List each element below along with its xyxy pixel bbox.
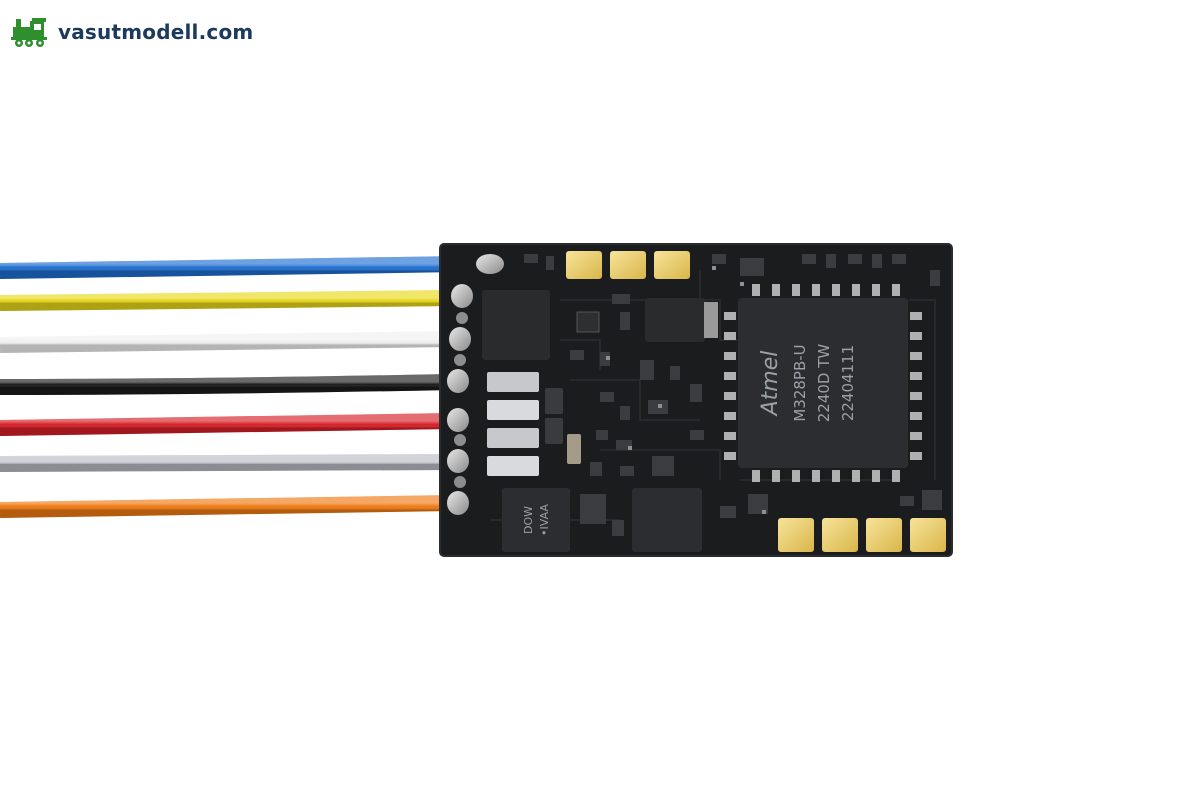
chip-marking-brand: Atmel	[758, 351, 783, 418]
brand-logo[interactable]: vasutmodell.com	[10, 12, 253, 52]
driver-chip-right	[632, 488, 702, 552]
package-marking-line2: •IVAA	[538, 504, 551, 536]
mosfet-chip	[482, 290, 550, 360]
locomotive-icon	[11, 18, 47, 47]
brand-name: vasutmodell.com	[58, 20, 254, 44]
smd-components	[524, 254, 942, 536]
wire-red	[0, 413, 460, 436]
shunt-resistors	[487, 372, 581, 476]
package-marking-line1: DOW	[522, 506, 535, 534]
gold-contact-pads-bottom	[778, 518, 946, 552]
chip-marking-date: 2240D TW	[815, 344, 833, 423]
gold-contact-pads-top	[566, 251, 690, 279]
wire-grey	[0, 454, 460, 472]
wire-orange	[0, 495, 460, 518]
wire-harness	[0, 256, 468, 518]
wire-yellow	[0, 290, 463, 311]
wire-blue	[0, 256, 468, 279]
wire-white	[0, 331, 463, 353]
driver-chip-left: DOW •IVAA	[502, 488, 570, 552]
microcontroller-chip: Atmel M328PB-U 2240D TW 22404111	[724, 284, 922, 482]
wire-solder-joints	[447, 254, 504, 515]
chip-marking-lot: 22404111	[839, 345, 857, 421]
wire-black	[0, 374, 460, 395]
transistor-chip	[645, 298, 705, 342]
decoder-board: Atmel M328PB-U 2240D TW 22404111 DOW •IV…	[439, 243, 953, 557]
chip-marking-model: M328PB-U	[791, 344, 809, 421]
